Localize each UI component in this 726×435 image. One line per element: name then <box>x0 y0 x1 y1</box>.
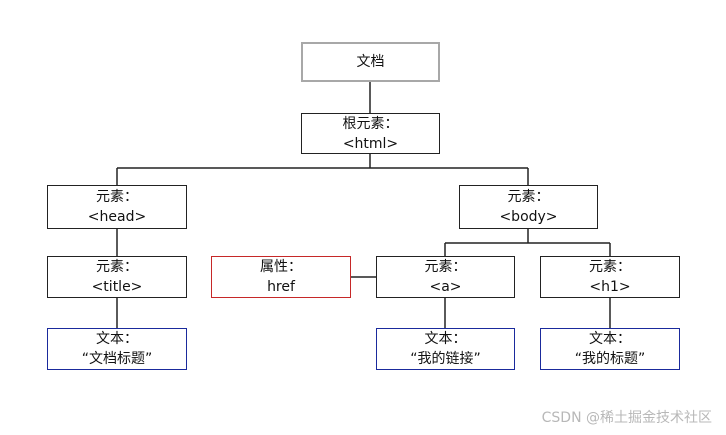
body-element-node: 元素： <body> <box>459 185 598 229</box>
a-element-node: 元素： <a> <box>376 256 515 298</box>
link-text-type-label: 文本： <box>424 331 467 347</box>
document-node: 文档 <box>301 42 440 82</box>
heading-text-type-label: 文本： <box>589 331 631 347</box>
link-text-node: 文本： “我的链接” <box>376 328 515 370</box>
heading-text-node: 文本： “我的标题” <box>540 328 680 370</box>
title-text-type-label: 文本： <box>96 331 138 347</box>
link-text-content-label: “我的链接” <box>410 351 481 367</box>
body-node-type-label: 元素： <box>507 189 550 205</box>
body-node-tag-label: <body> <box>499 209 558 225</box>
heading-text-content-label: “我的标题” <box>574 351 646 367</box>
title-node-type-label: 元素： <box>96 259 138 275</box>
head-element-node: 元素： <head> <box>47 185 187 229</box>
a-node-type-label: 元素： <box>424 259 467 275</box>
document-label: 文档 <box>356 54 385 70</box>
head-node-tag-label: <head> <box>87 209 147 225</box>
html-node-type-label: 根元素： <box>342 115 399 132</box>
title-element-node: 元素： <title> <box>47 256 187 298</box>
h1-node-tag-label: <h1> <box>589 279 631 295</box>
h1-element-node: 元素： <h1> <box>540 256 680 298</box>
a-node-tag-label: <a> <box>429 279 462 295</box>
href-attribute-node: 属性： href <box>211 256 351 298</box>
html-root-element-node: 根元素： <html> <box>301 113 440 154</box>
attr-node-type-label: 属性： <box>260 259 302 275</box>
html-node-tag-label: <html> <box>342 135 399 152</box>
h1-node-type-label: 元素： <box>589 259 631 275</box>
attr-node-name-label: href <box>267 279 295 295</box>
head-node-type-label: 元素： <box>96 189 138 205</box>
title-text-node: 文本： “文档标题” <box>47 328 187 370</box>
title-node-tag-label: <title> <box>91 279 143 295</box>
title-text-content-label: “文档标题” <box>81 351 153 367</box>
watermark-text: CSDN @稀土掘金技术社区 <box>541 410 712 426</box>
